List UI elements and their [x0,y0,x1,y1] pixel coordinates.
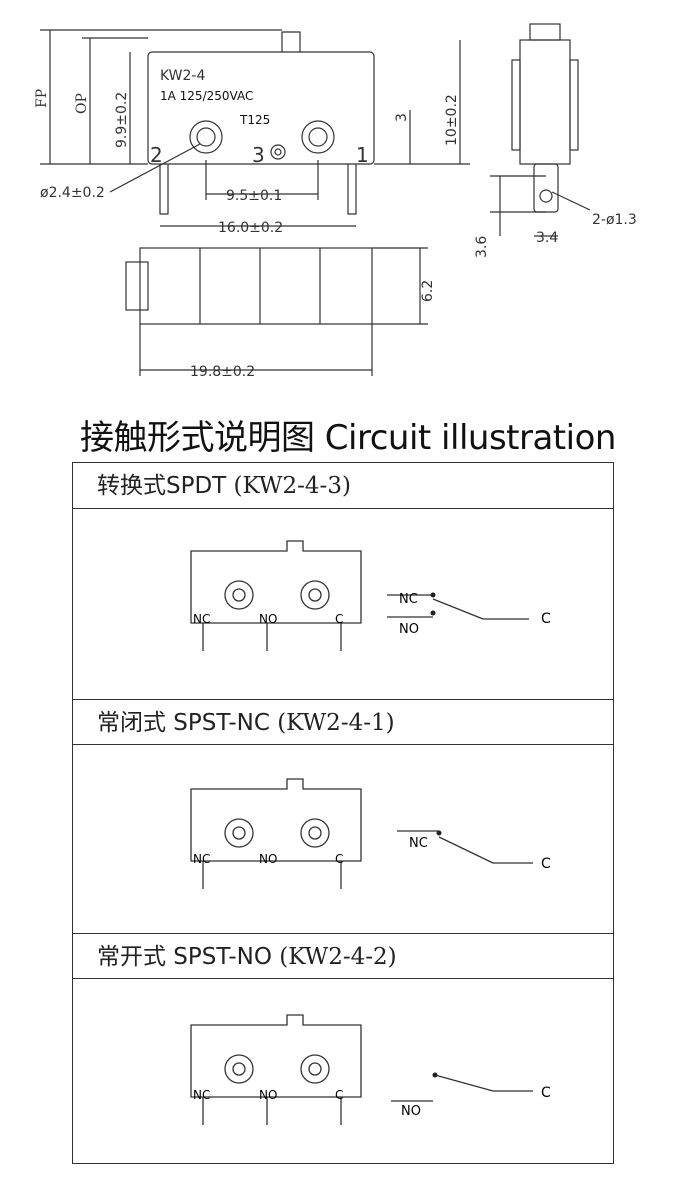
pin-2-label: 2 [150,143,163,167]
switch-body-side [519,39,571,165]
op-dim: OP [74,93,90,114]
no-label: NO [399,622,419,637]
spst-no-switch [190,1014,362,1125]
fp-dim: FP [34,89,50,108]
temp-label: T125 [239,113,270,127]
side-width-dim: 3.4 [536,230,558,246]
switch-actuator [281,31,301,52]
pin-3-label: 3 [252,143,265,167]
switch-body-front [147,51,375,165]
pitch-dim: 9.5±0.1 [226,188,282,204]
section-title: 接触形式说明图 Circuit illustration [80,418,616,458]
pin-c-label: C [335,1088,343,1102]
rating-label: 1A 125/250VAC [160,89,253,103]
model-label: KW2-4 [160,68,205,84]
pin-nc-label: NC [193,612,210,626]
spst-nc-header: 常闭式 SPST-NC (KW2-4-1) [73,699,613,745]
side-height-dim: 3.6 [474,236,490,258]
pin-no-label: NO [259,1088,277,1102]
pin-nc-label: NC [193,852,210,866]
hole-dim: ø2.4±0.2 [40,185,105,201]
spdt-header: 转换式SPDT (KW2-4-3) [73,463,613,509]
no-label: NO [401,1104,421,1119]
pin-c-label: C [335,612,343,626]
c-label: C [541,611,551,627]
circuit-table: 转换式SPDT (KW2-4-3) 常闭式 SPST-NC (KW2-4-1) … [72,462,614,1164]
technical-drawing: KW2-4 1A 125/250VAC T125 2 3 1 FP OP 9.9… [34,23,637,380]
circuit-diagrams: NC NO C NC C NO C NC NO C NC NO C NC NO … [190,540,551,1125]
spst-nc-switch [190,778,362,889]
spdt-circuit [387,594,529,620]
spst-no-header: 常开式 SPST-NO (KW2-4-2) [73,933,613,979]
pin-1-label: 1 [356,143,369,167]
c-label: C [541,1085,551,1101]
spst-no-circuit [391,1074,533,1102]
pin-c-label: C [335,852,343,866]
switch-body-top [139,247,373,325]
spdt-switch [190,540,362,651]
nc-label: NC [409,836,428,851]
spst-nc-circuit [397,830,533,864]
thickness-dim: 6.2 [420,280,436,302]
side-hole-dim: 2-ø1.3 [592,212,637,228]
height-dim-right: 10±0.2 [444,94,460,146]
pin-nc-label: NC [193,1088,210,1102]
pin-no-label: NO [259,852,277,866]
c-label: C [541,856,551,872]
width-dim: 16.0±0.2 [218,220,283,236]
length-dim: 19.8±0.2 [190,364,255,380]
nc-label: NC [399,592,418,607]
pin-no-label: NO [259,612,277,626]
height-dim: 9.9±0.2 [114,92,130,148]
offset-dim: 3 [394,113,410,122]
